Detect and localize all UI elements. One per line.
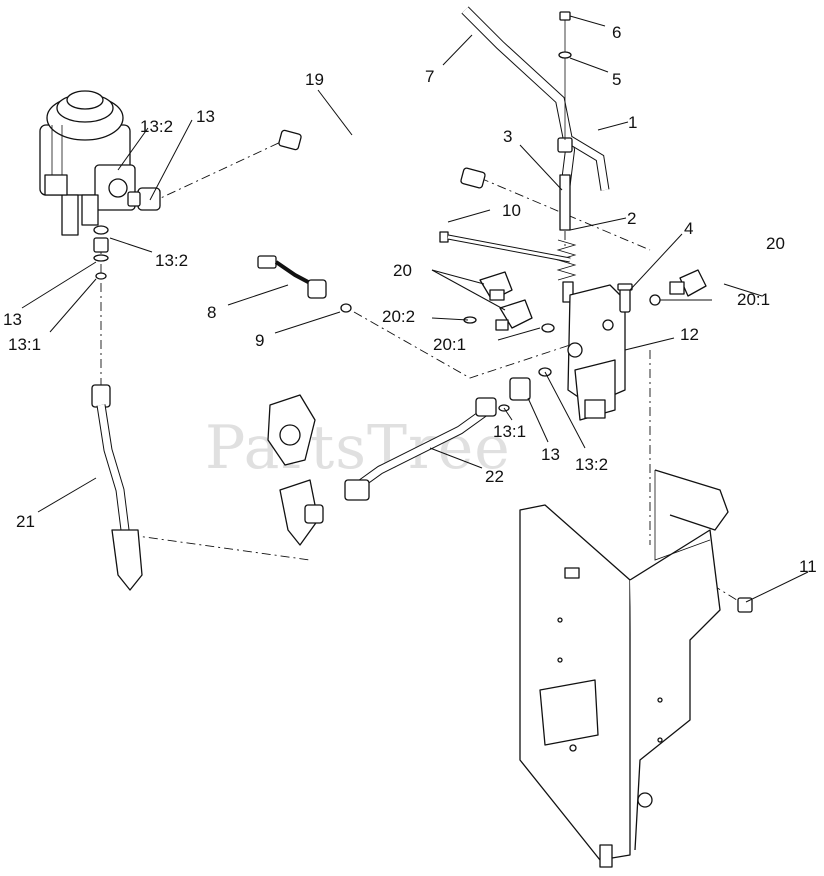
callout-19: 19 <box>305 70 324 89</box>
bolt-4 <box>617 283 633 313</box>
rod-3-spring-2 <box>556 174 577 303</box>
switch-8 <box>257 255 352 313</box>
callout-21: 21 <box>16 512 35 531</box>
callout-8: 8 <box>207 303 216 322</box>
callout-7: 7 <box>425 67 434 86</box>
leader-lines <box>21 15 809 603</box>
callout-13-2-top: 13:2 <box>140 117 173 136</box>
callout-12: 12 <box>680 325 699 344</box>
tube-22 <box>344 397 497 501</box>
control-valve-12 <box>567 284 626 421</box>
callout-20-left: 20 <box>393 261 412 280</box>
callout-11: 11 <box>799 557 817 576</box>
callout-13-2-left: 13:2 <box>155 251 188 270</box>
callout-10: 10 <box>502 201 521 220</box>
callout-4: 4 <box>684 219 693 238</box>
tube-19 <box>278 129 486 189</box>
watermark-text: PartsTree <box>205 413 511 483</box>
callout-6: 6 <box>612 23 621 42</box>
callout-20-1-mid: 20:1 <box>433 335 466 354</box>
fitting-group-center <box>498 367 552 412</box>
tee-valve <box>267 394 324 546</box>
fitting-13-top <box>127 187 161 211</box>
hydraulic-pump <box>39 90 136 236</box>
callouts: 1 2 3 4 5 6 7 8 9 10 11 12 13 13 13 13:2… <box>3 23 817 576</box>
callout-13-1-mid: 13:1 <box>493 422 526 441</box>
callout-2: 2 <box>627 209 636 228</box>
callout-9: 9 <box>255 331 264 350</box>
callout-13-top: 13 <box>196 107 215 126</box>
callout-20-2: 20:2 <box>382 307 415 326</box>
elbow-fittings-20 <box>479 269 707 331</box>
tube-21 <box>91 384 143 591</box>
callout-20-right: 20 <box>766 234 785 253</box>
frame-bracket <box>519 469 729 868</box>
callout-13-left: 13 <box>3 310 22 329</box>
watermark: PartsTree TM <box>205 404 613 483</box>
callout-13-2-mid: 13:2 <box>575 455 608 474</box>
bolt-10 <box>439 231 571 263</box>
callout-13-mid: 13 <box>541 445 560 464</box>
callout-20-1-right: 20:1 <box>737 290 770 309</box>
control-lever <box>461 6 610 191</box>
fitting-stack-left <box>93 225 109 280</box>
assembly-lines <box>100 139 746 606</box>
callout-13-1-left: 13:1 <box>8 335 41 354</box>
callout-22: 22 <box>485 467 504 486</box>
callout-3: 3 <box>503 127 512 146</box>
nut-11 <box>737 597 753 613</box>
callout-1: 1 <box>628 113 637 132</box>
nut-6-washer-5 <box>558 11 572 140</box>
callout-5: 5 <box>612 70 621 89</box>
